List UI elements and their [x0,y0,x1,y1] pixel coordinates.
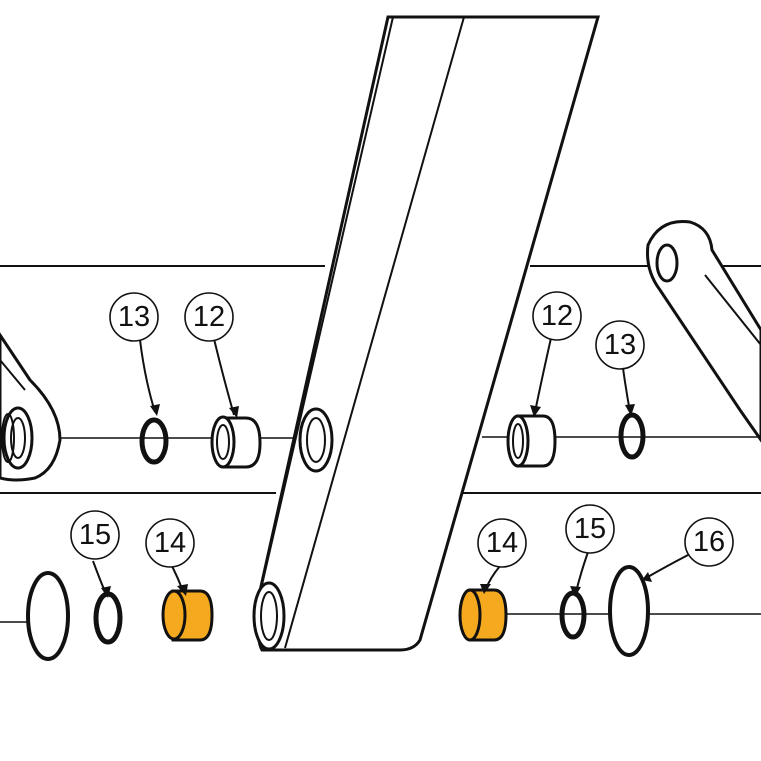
right-lower-parts [458,565,650,657]
svg-text:14: 14 [154,527,186,559]
svg-text:15: 15 [79,519,111,551]
callout-12-left: 12 [184,292,234,342]
svg-text:13: 13 [118,301,150,333]
ring-15-left [93,591,123,645]
ring-13-left [139,417,169,465]
left-link [0,332,62,482]
callout-15-right: 15 [565,504,615,554]
svg-text:14: 14 [486,527,518,559]
leader-lines [92,337,689,598]
callouts: 13 12 15 14 12 13 14 15 [70,291,734,568]
svg-text:15: 15 [574,513,606,545]
right-upper-parts [506,412,646,468]
callout-13-right: 13 [595,320,645,370]
callout-15-left: 15 [70,510,120,560]
callout-12-right: 12 [532,291,582,341]
callout-16-right: 16 [684,517,734,567]
ring-13-right [618,412,646,460]
callout-14-left: 14 [145,518,195,568]
svg-text:16: 16 [693,526,725,558]
svg-text:13: 13 [604,329,636,361]
left-upper-parts [139,415,262,469]
central-arm [252,15,600,652]
callout-13-left: 13 [109,292,159,342]
right-link [646,219,761,443]
ring-15-right [559,590,587,640]
seal-16-right [608,565,650,657]
svg-text:12: 12 [193,301,225,333]
seal-16-left [26,571,70,661]
left-lower-parts [26,571,214,661]
svg-text:12: 12 [541,300,573,332]
callout-14-right: 14 [477,518,527,568]
